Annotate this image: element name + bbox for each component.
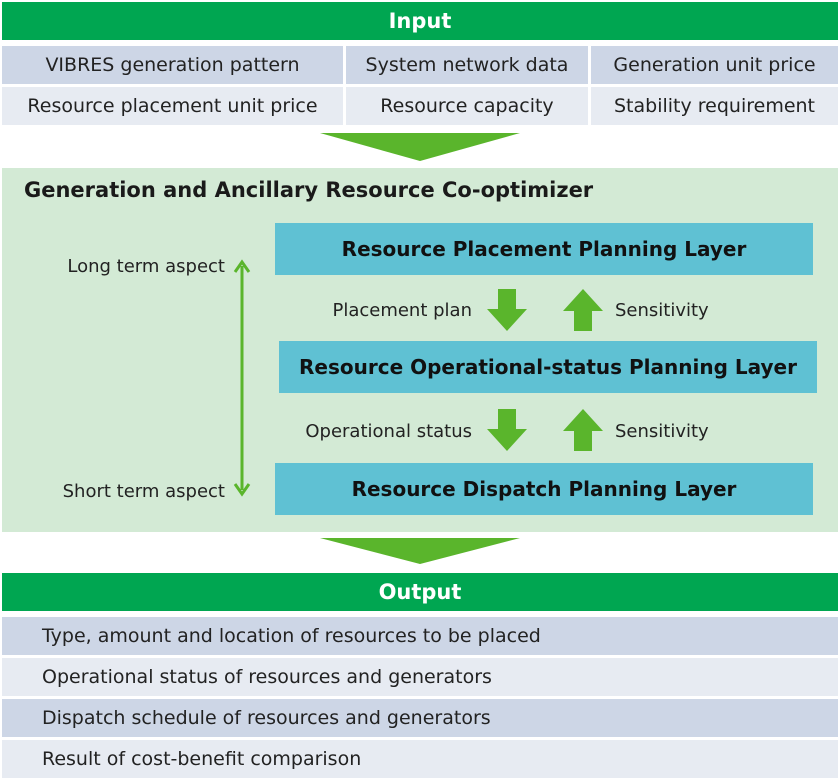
dispatch-layer-box: Resource Dispatch Planning Layer xyxy=(275,463,813,515)
placement-plan-label: Placement plan xyxy=(332,300,472,321)
flow-down-arrow-icon xyxy=(320,538,520,564)
output-item: Operational status of resources and gene… xyxy=(2,658,838,696)
input-cell: Resource capacity xyxy=(346,87,588,125)
output-item-label: Operational status of resources and gene… xyxy=(42,666,492,688)
input-cell-label: VIBRES generation pattern xyxy=(45,54,300,76)
input-cell-label: Resource placement unit price xyxy=(27,95,318,117)
input-cell-label: Stability requirement xyxy=(613,95,816,117)
input-cell: Resource placement unit price xyxy=(2,87,343,125)
input-cell-label: Resource capacity xyxy=(380,95,554,117)
input-title: Input xyxy=(388,9,452,33)
short-term-label: Short term aspect xyxy=(63,481,225,502)
dispatch-layer-label: Resource Dispatch Planning Layer xyxy=(351,477,737,501)
input-cell: Generation unit price xyxy=(591,46,838,84)
sensitivity-text: Sensitivity xyxy=(615,421,709,442)
placement-layer-label: Resource Placement Planning Layer xyxy=(341,237,747,261)
short-term-text: Short term aspect xyxy=(62,481,225,502)
operational-status-layer-box: Resource Operational-status Planning Lay… xyxy=(279,341,817,393)
output-item: Dispatch schedule of resources and gener… xyxy=(2,699,838,737)
output-item-label: Result of cost-benefit comparison xyxy=(42,748,362,770)
up-arrow-icon xyxy=(563,409,603,451)
input-header: Input xyxy=(2,2,838,40)
output-title: Output xyxy=(378,580,462,604)
input-cell: Stability requirement xyxy=(591,87,838,125)
down-arrow-icon xyxy=(487,409,527,451)
input-cell: VIBRES generation pattern xyxy=(2,46,343,84)
input-cell: System network data xyxy=(346,46,588,84)
placement-plan-text: Placement plan xyxy=(332,300,472,321)
operational-status-label: Operational status xyxy=(305,421,472,442)
long-term-text: Long term aspect xyxy=(67,256,225,277)
long-term-label: Long term aspect xyxy=(67,256,225,277)
output-header: Output xyxy=(2,573,838,611)
output-item-label: Dispatch schedule of resources and gener… xyxy=(42,707,491,729)
output-item-label: Type, amount and location of resources t… xyxy=(42,625,541,647)
input-cell-label: Generation unit price xyxy=(613,54,816,76)
operational-status-text: Operational status xyxy=(305,421,472,442)
input-cell-label: System network data xyxy=(365,54,569,76)
optimizer-title-text: Generation and Ancillary Resource Co-opt… xyxy=(24,178,594,202)
optimizer-title: Generation and Ancillary Resource Co-opt… xyxy=(24,178,593,202)
placement-layer-box: Resource Placement Planning Layer xyxy=(275,223,813,275)
output-item: Type, amount and location of resources t… xyxy=(2,617,838,655)
output-item: Result of cost-benefit comparison xyxy=(2,740,838,778)
operational-status-layer-label: Resource Operational-status Planning Lay… xyxy=(299,355,797,379)
time-range-arrow-icon xyxy=(233,259,251,497)
sensitivity-label: Sensitivity xyxy=(615,421,709,442)
sensitivity-label: Sensitivity xyxy=(615,300,709,321)
flow-down-arrow-icon xyxy=(320,133,520,161)
up-arrow-icon xyxy=(563,289,603,331)
sensitivity-text: Sensitivity xyxy=(615,300,709,321)
down-arrow-icon xyxy=(487,289,527,331)
